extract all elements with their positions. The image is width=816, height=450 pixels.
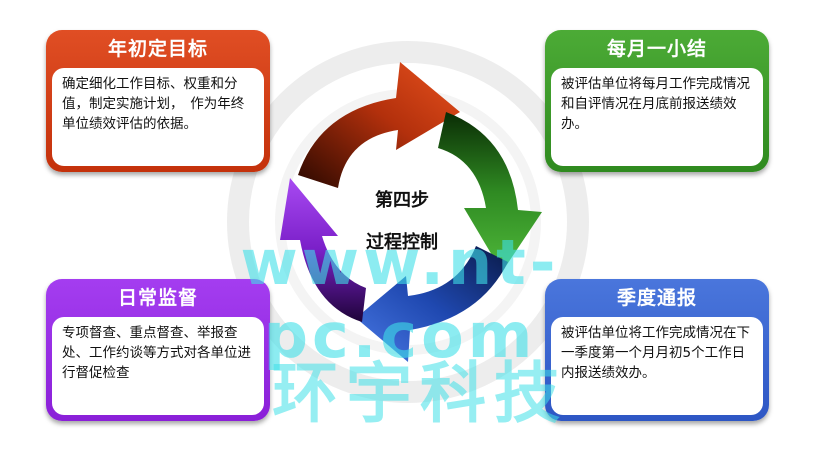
card-title: 季度通报 (616, 287, 697, 309)
watermark-company: 环宇科技 (272, 355, 568, 432)
card-title: 日常监督 (117, 287, 198, 309)
card-body: 被评估单位将每月工作完成情况和自评情况在月底前报送绩效办。 (551, 68, 763, 166)
watermark-url: www.nt-pc.com (240, 226, 560, 372)
card-monthly-summary: 每月一小结 被评估单位将每月工作完成情况和自评情况在月底前报送绩效办。 (545, 30, 769, 172)
card-body: 被评估单位将工作完成情况在下一季度第一个月月初5个工作日内报送绩效办。 (551, 317, 763, 415)
card-year-start-goals: 年初定目标 确定细化工作目标、权重和分值，制定实施计划， 作为年终单位绩效评估的… (46, 30, 270, 172)
arrow-red (298, 62, 460, 188)
arrow-purple (280, 178, 366, 322)
arrow-blue (356, 246, 508, 362)
card-title: 每月一小结 (606, 38, 707, 60)
card-body: 专项督查、重点督查、举报查处、工作约谈等方式对各单位进行督促检查 (52, 317, 264, 415)
center-step-label: 第四步 (375, 190, 429, 211)
center-title: 过程控制 (366, 232, 438, 253)
card-quarterly-report: 季度通报 被评估单位将工作完成情况在下一季度第一个月月初5个工作日内报送绩效办。 (545, 279, 769, 421)
card-daily-supervision: 日常监督 专项督查、重点督查、举报查处、工作约谈等方式对各单位进行督促检查 (46, 279, 270, 421)
card-body: 确定细化工作目标、权重和分值，制定实施计划， 作为年终单位绩效评估的依据。 (52, 68, 264, 166)
card-title: 年初定目标 (107, 38, 208, 60)
arrow-green (438, 112, 542, 272)
